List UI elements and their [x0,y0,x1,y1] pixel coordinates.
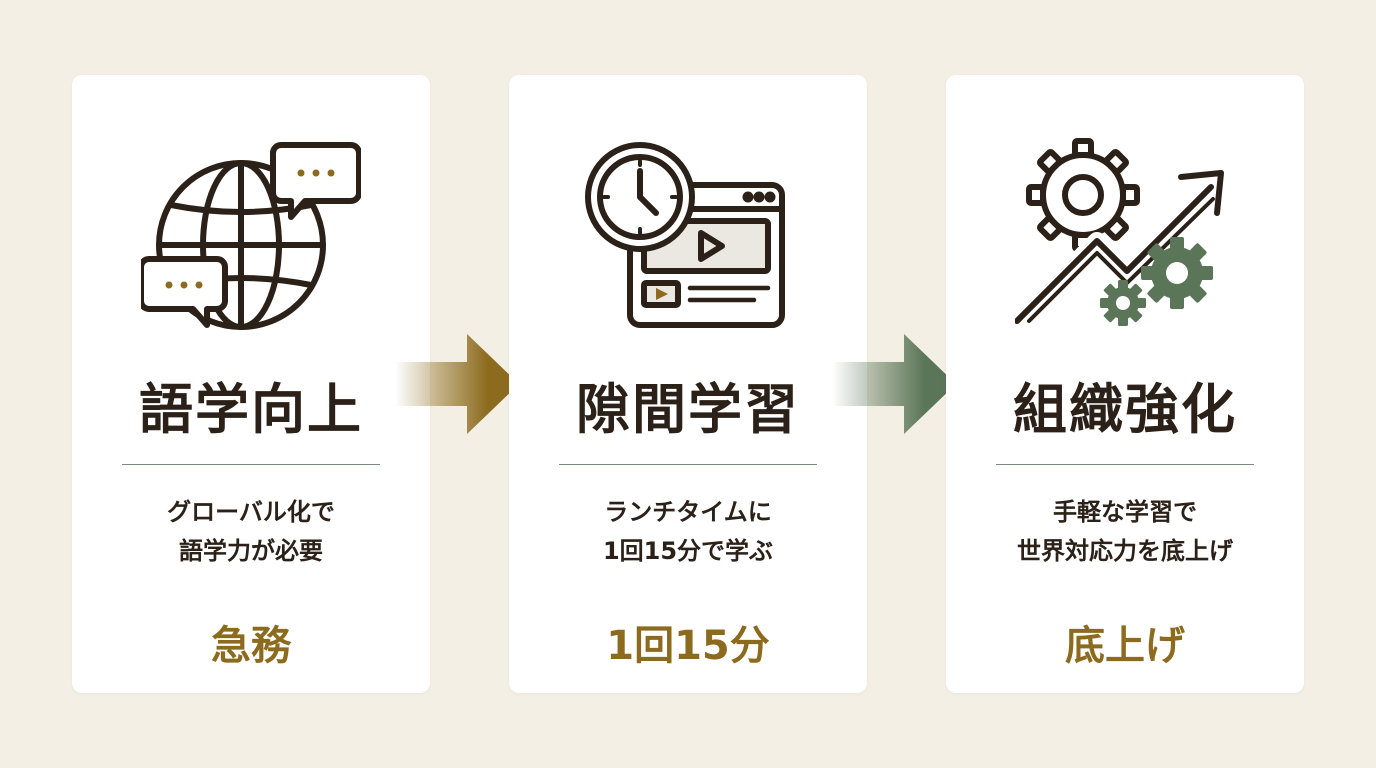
step-description: ランチタイムに 1回15分で学ぶ [509,493,867,571]
divider [559,464,817,465]
description-line: 手軽な学習で [1053,498,1197,526]
step-highlight: 底上げ [1065,623,1185,669]
step-title: 隙間学習 [576,377,800,441]
clock-video-icon [509,135,867,335]
description-line: 世界対応力を底上げ [1017,537,1233,565]
step-description: グローバル化で 語学力が必要 [72,493,430,571]
step-title: 組織強化 [1013,377,1237,441]
gears-growth-icon [946,135,1304,335]
step-title: 語学向上 [139,377,363,441]
divider [122,464,380,465]
description-line: ランチタイムに [604,498,772,526]
step-card-gap-learning: 隙間学習 ランチタイムに 1回15分で学ぶ 1回15分 [509,75,867,693]
description-line: グローバル化で [167,498,335,526]
description-line: 語学力が必要 [179,537,323,565]
arrow-right-icon [832,334,956,434]
step-highlight: 1回15分 [606,623,770,669]
divider [996,464,1254,465]
step-card-language: 語学向上 グローバル化で 語学力が必要 急務 [72,75,430,693]
step-card-organization: 組織強化 手軽な学習で 世界対応力を底上げ 底上げ [946,75,1304,693]
arrow-right-icon [395,334,519,434]
description-line: 1回15分で学ぶ [602,537,774,565]
step-highlight: 急務 [211,623,291,669]
globe-chat-icon [72,135,430,335]
step-description: 手軽な学習で 世界対応力を底上げ [946,493,1304,571]
